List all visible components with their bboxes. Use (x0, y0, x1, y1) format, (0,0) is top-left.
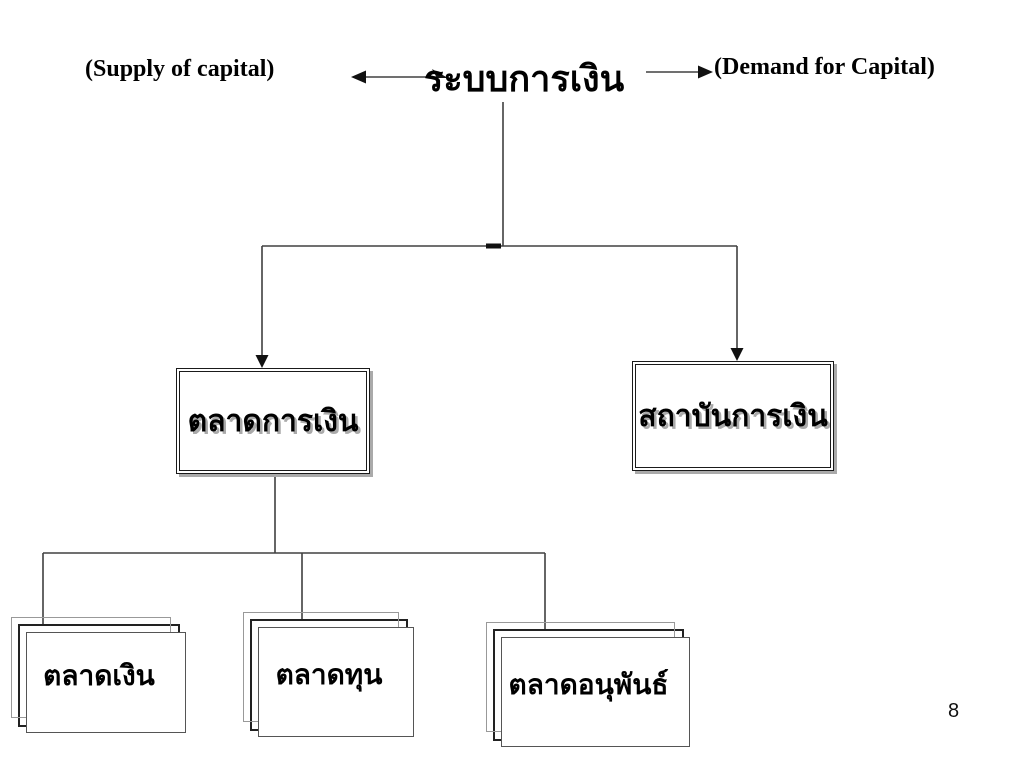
supply-arrow-left-head-icon (351, 70, 366, 84)
junction-tick (486, 243, 501, 249)
page-number: 8 (948, 700, 960, 722)
derivatives-market-label: ตลาดอนุพันธ์ (508, 668, 669, 701)
money-market-label: ตลาดเงิน (43, 658, 155, 692)
financial-system-title: ระบบการเงิน (424, 59, 625, 100)
capital-market-label: ตลาดทุน (275, 658, 383, 691)
financial-institutions-box: สถาบันการเงิน (632, 361, 834, 471)
financial-market-box: ตลาดการเงิน (176, 368, 370, 474)
supply-of-capital-label: (Supply of capital) (85, 56, 275, 82)
financial-market-label: ตลาดการเงิน (187, 403, 359, 439)
money-market-box: ตลาดเงิน (11, 617, 186, 733)
financial-institutions-arrowhead-icon (730, 348, 744, 361)
capital-market-box: ตลาดทุน (243, 612, 414, 737)
financial-market-arrowhead-icon (255, 355, 269, 368)
derivatives-market-box: ตลาดอนุพันธ์ (486, 622, 690, 747)
supply-arrow-right-barb-icon (432, 69, 448, 78)
demand-for-capital-label: (Demand for Capital) (714, 54, 935, 80)
demand-arrow-head-icon (698, 65, 713, 79)
financial-institutions-label: สถาบันการเงิน (638, 398, 828, 434)
